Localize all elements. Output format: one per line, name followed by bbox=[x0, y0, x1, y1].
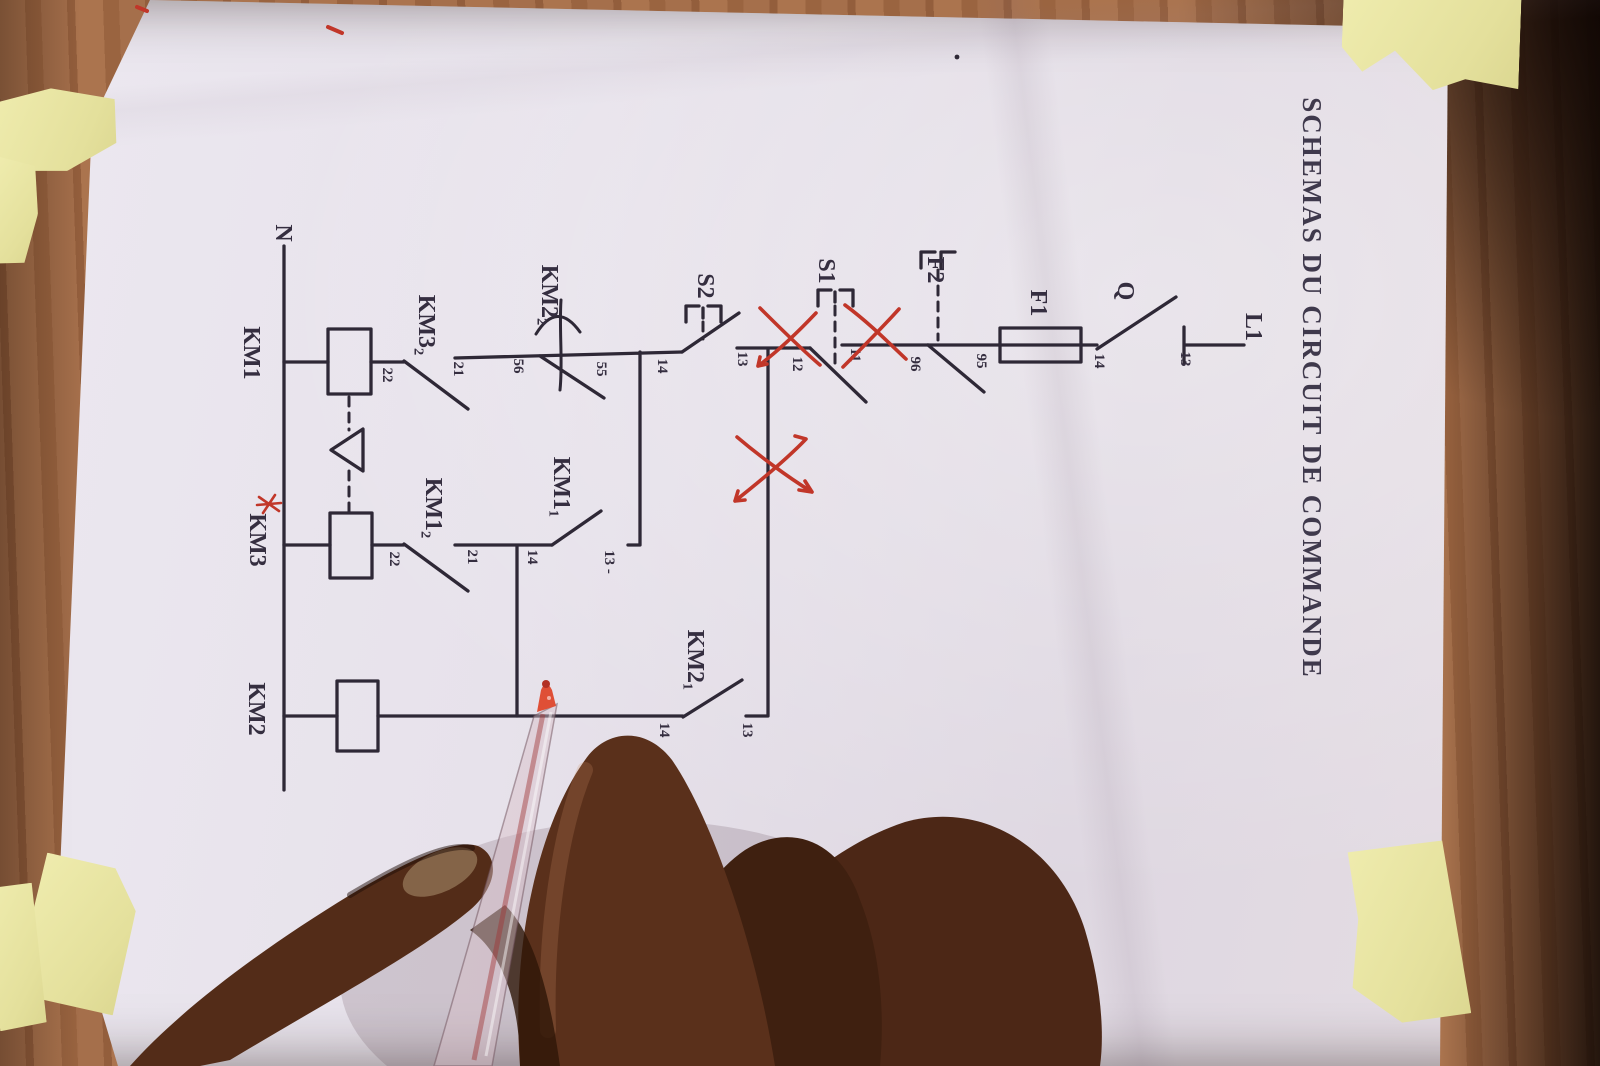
terminal-21-km3: 21 bbox=[450, 362, 466, 377]
circuit-labels: SCHEMAS DU CIRCUIT DE COMMANDE N L1 Q F1… bbox=[238, 97, 1327, 738]
page-title: SCHEMAS DU CIRCUIT DE COMMANDE bbox=[1297, 97, 1327, 679]
km2-2-contact-label: KM2₂ bbox=[536, 265, 562, 326]
terminal-55: 55 bbox=[593, 362, 609, 377]
terminal-13-km1: 13 - bbox=[601, 550, 617, 574]
hand-ink-correction bbox=[534, 298, 582, 392]
pen-glint bbox=[547, 696, 551, 700]
terminal-14-q: 14 bbox=[1091, 354, 1107, 370]
red-x-wire-96-11 bbox=[841, 303, 908, 369]
red-x-branch-wire bbox=[733, 434, 814, 503]
km3-coil-label: KM3 bbox=[244, 513, 270, 566]
no-contact-blades bbox=[550, 295, 1178, 719]
s2-label: S2 bbox=[692, 273, 718, 298]
km3-2-contact-label: KM3₂ bbox=[413, 295, 439, 356]
q-label: Q bbox=[1112, 282, 1138, 301]
thumb bbox=[130, 844, 493, 1066]
terminal-95: 95 bbox=[973, 354, 989, 369]
km2-coil-label: KM2 bbox=[243, 682, 269, 735]
pen-tip-point bbox=[542, 680, 550, 688]
pen-ink-tube bbox=[471, 713, 546, 1061]
s1-label: S1 bbox=[813, 258, 839, 283]
index-finger-highlight bbox=[539, 762, 593, 1038]
terminal-22-km3: 22 bbox=[379, 368, 395, 383]
red-star-km3 bbox=[255, 493, 283, 515]
red-speck-top-left bbox=[135, 5, 149, 13]
pen-barrel-highlight bbox=[484, 711, 553, 1057]
coil-link-wires bbox=[282, 360, 685, 718]
km1-coil-label: KM1 bbox=[238, 326, 264, 379]
red-x-wire-12-13 bbox=[756, 306, 822, 368]
km3-coil-symbol bbox=[328, 511, 374, 580]
f2-label: F2 bbox=[922, 257, 948, 284]
mechanical-interlock-triangle bbox=[329, 427, 365, 473]
nc-contact-blades bbox=[402, 343, 986, 593]
terminal-14-km2: 14 bbox=[656, 723, 672, 739]
red-speck-top bbox=[326, 25, 344, 35]
km1-1-contact-label: KM1₁ bbox=[548, 457, 574, 518]
terminal-12: 12 bbox=[789, 357, 805, 372]
thumb-edge-shadow bbox=[347, 844, 475, 898]
terminal-22-km1: 22 bbox=[386, 552, 402, 567]
terminal-13-q: 13 bbox=[1177, 352, 1193, 367]
terminal-56: 56 bbox=[510, 359, 526, 375]
hand-web-shadow bbox=[470, 905, 560, 1066]
km2-coil-symbol bbox=[335, 679, 380, 753]
neutral-rail-label: N bbox=[270, 224, 296, 242]
terminal-14-s2: 14 bbox=[654, 359, 670, 375]
terminal-14-km1: 14 bbox=[524, 550, 540, 566]
hand-and-pen bbox=[130, 680, 1102, 1066]
terminal-21-km1: 21 bbox=[464, 550, 480, 565]
pen-tip bbox=[537, 684, 556, 712]
dashed-actuator-links bbox=[347, 268, 940, 514]
pushbutton-actuators bbox=[684, 250, 957, 324]
fuse-f1-symbol bbox=[998, 326, 1083, 364]
ink-dot bbox=[954, 54, 960, 60]
f1-label: F1 bbox=[1025, 290, 1051, 317]
km1-coil-symbol bbox=[326, 327, 373, 396]
phase-label: L1 bbox=[1240, 313, 1266, 341]
red-pen-marks bbox=[135, 5, 908, 515]
terminal-96: 96 bbox=[907, 357, 923, 373]
km1-2-contact-label: KM1₂ bbox=[420, 478, 446, 539]
main-wires bbox=[453, 325, 1246, 718]
index-finger bbox=[518, 735, 775, 1066]
terminal-13-node: 13 bbox=[734, 352, 750, 367]
terminal-13-km2: 13 bbox=[739, 723, 755, 738]
km2-1-contact-label: KM2₁ bbox=[682, 630, 708, 691]
circuit-diagram bbox=[282, 54, 1246, 792]
